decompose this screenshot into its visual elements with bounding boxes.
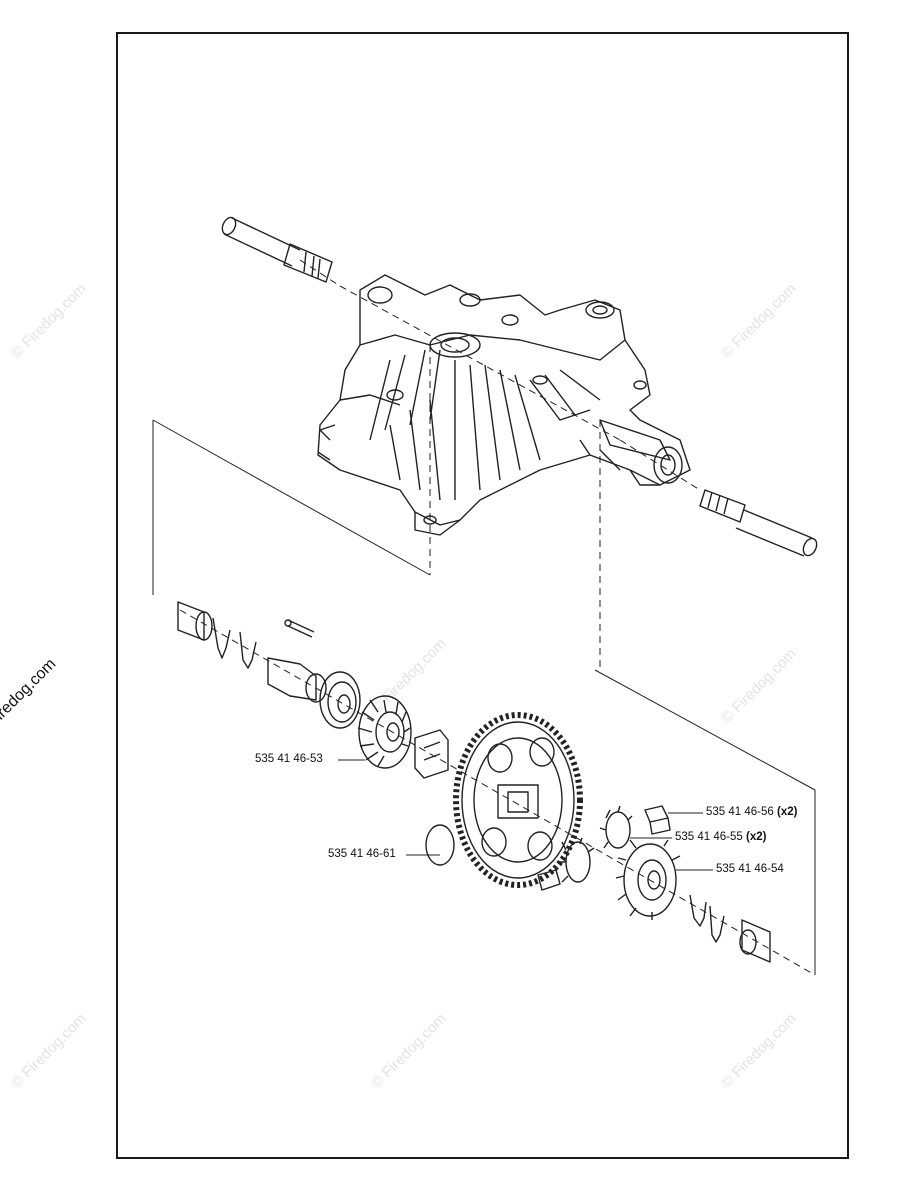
left-side-parts <box>177 601 361 729</box>
part-number: 535 41 46-61 <box>328 848 396 860</box>
leader-lines <box>338 759 713 871</box>
bevel-gear-54 <box>615 839 681 920</box>
part-number: 535 41 46-54 <box>716 863 784 875</box>
part-quantity: (x2) <box>777 806 798 818</box>
right-side-parts <box>689 894 771 963</box>
assembly-axes <box>179 259 816 976</box>
bevel-gear-53 <box>357 695 412 769</box>
pinion-gear-55 <box>599 805 633 849</box>
left-axle-shaft <box>221 216 333 283</box>
pinion-gear-lower <box>537 837 595 891</box>
transaxle-housing <box>317 274 691 536</box>
part-number: 535 41 46-53 <box>255 753 323 765</box>
callout-part-56: 535 41 46-56 (x2) <box>706 806 797 818</box>
callout-part-54: 535 41 46-54 <box>716 863 784 875</box>
right-axle-shaft <box>699 489 818 557</box>
part-number: 535 41 46-56 <box>706 806 774 818</box>
part-quantity: (x2) <box>746 831 767 843</box>
part-number: 535 41 46-55 <box>675 831 743 843</box>
cross-block <box>414 729 449 779</box>
spur-gear-61 <box>425 712 583 888</box>
callout-part-61: 535 41 46-61 <box>328 848 396 860</box>
diagram-frame <box>116 32 849 1159</box>
callout-part-53: 535 41 46-53 <box>255 753 323 765</box>
block-56 <box>644 805 671 835</box>
callout-part-55: 535 41 46-55 (x2) <box>675 831 766 843</box>
phantom-lines <box>152 419 816 975</box>
